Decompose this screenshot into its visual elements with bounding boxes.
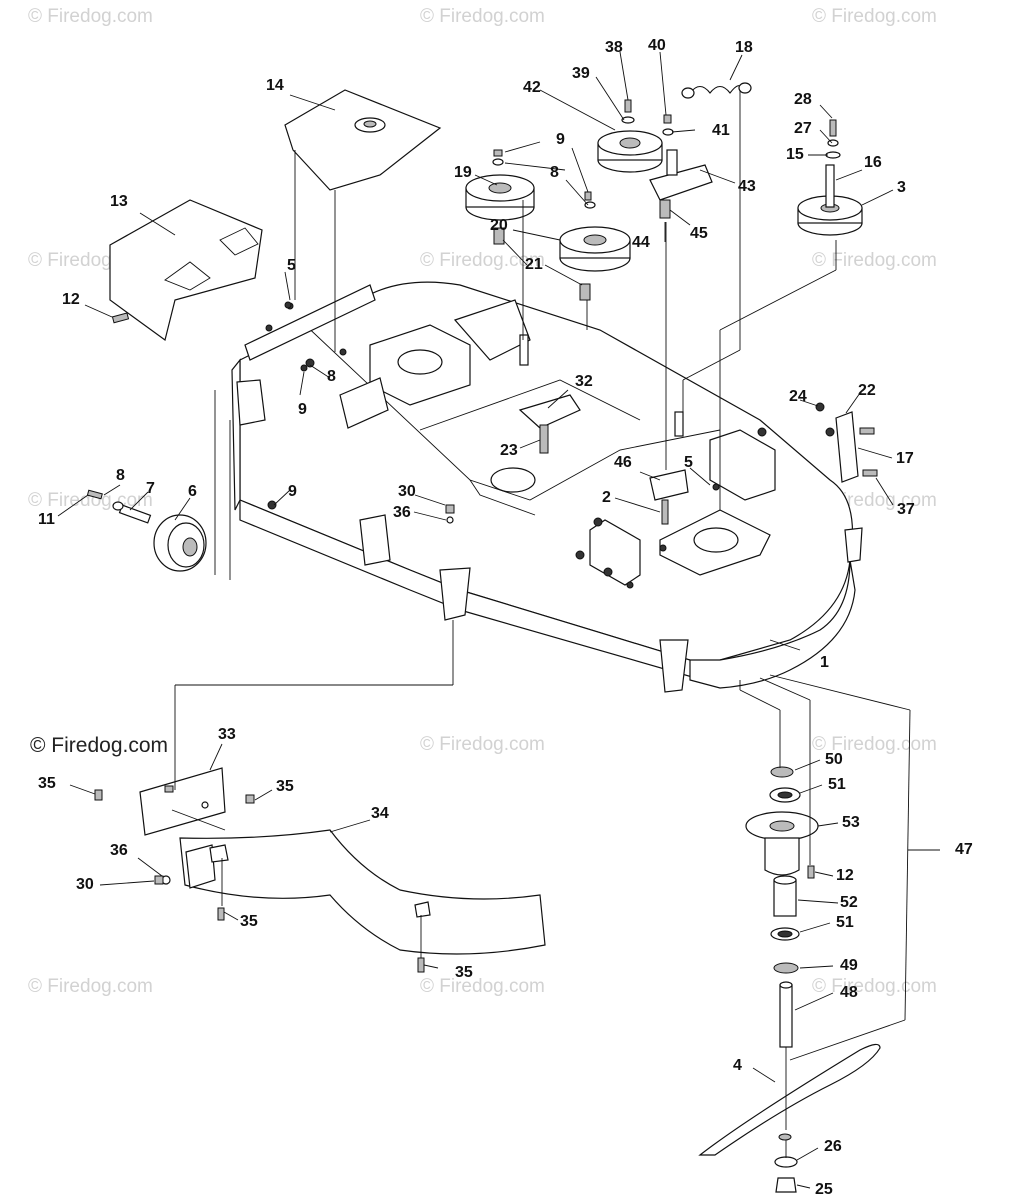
part-label-52: 52 [840, 894, 858, 911]
part-label-4: 4 [733, 1057, 742, 1074]
part-label-35: 35 [455, 964, 473, 981]
watermark: © Firedog.com [30, 734, 169, 757]
part-label-35: 35 [276, 778, 294, 795]
part-label-44: 44 [632, 234, 650, 251]
part-label-23: 23 [500, 442, 518, 459]
baffle-34 [179, 829, 546, 955]
part-label-37: 37 [897, 501, 915, 518]
part-label-47: 47 [955, 841, 973, 858]
watermark: © Firedog.com [28, 6, 153, 27]
part-label-19: 19 [454, 164, 472, 181]
part-label-12: 12 [836, 867, 854, 884]
part-label-1: 1 [820, 654, 829, 671]
watermark: © Firedog.com [420, 734, 545, 755]
part-label-9: 9 [298, 401, 307, 418]
part-label-49: 49 [840, 957, 858, 974]
part-label-26: 26 [824, 1138, 842, 1155]
part-label-18: 18 [735, 39, 753, 56]
part-label-8: 8 [550, 164, 559, 181]
part-label-25: 25 [815, 1181, 833, 1198]
part-label-8: 8 [116, 467, 125, 484]
part-label-12: 12 [62, 291, 80, 308]
part-label-9: 9 [556, 131, 565, 148]
part-label-7: 7 [146, 480, 155, 497]
part-label-27: 27 [794, 120, 812, 137]
part-label-3: 3 [897, 179, 906, 196]
part-label-48: 48 [840, 984, 858, 1001]
part-label-2: 2 [602, 489, 611, 506]
idler-pulley-42 [597, 130, 663, 173]
mower-deck [231, 281, 863, 693]
part-label-11: 11 [38, 511, 55, 528]
part-label-53: 53 [842, 814, 860, 831]
part-label-34: 34 [371, 805, 389, 822]
watermark: © Firedog.com [420, 250, 545, 271]
hardware [86, 82, 878, 572]
spindle-pulley-3 [797, 164, 863, 236]
deflector-33 [139, 767, 226, 836]
part-label-14: 14 [266, 77, 284, 94]
part-label-39: 39 [572, 65, 590, 82]
part-label-51: 51 [836, 914, 854, 931]
part-label-42: 42 [523, 79, 541, 96]
part-label-50: 50 [825, 751, 843, 768]
part-label-5: 5 [684, 454, 693, 471]
part-label-9: 9 [288, 483, 297, 500]
watermark: © Firedog.com [420, 976, 545, 997]
part-label-45: 45 [690, 225, 708, 242]
part-label-22: 22 [858, 382, 876, 399]
part-label-6: 6 [188, 483, 197, 500]
part-label-30: 30 [398, 483, 416, 500]
part-label-13: 13 [110, 193, 128, 210]
idler-pulley-19 [465, 174, 535, 221]
part-label-16: 16 [864, 154, 882, 171]
leader-lines [57, 51, 940, 1189]
belt-cover-left [109, 199, 263, 342]
part-label-36: 36 [393, 504, 411, 521]
part-label-35: 35 [38, 775, 56, 792]
watermark: © Firedog.com [812, 6, 937, 27]
part-label-35: 35 [240, 913, 258, 930]
part-label-20: 20 [490, 217, 508, 234]
part-label-46: 46 [614, 454, 632, 471]
part-label-28: 28 [794, 91, 812, 108]
part-label-5: 5 [287, 257, 296, 274]
part-label-40: 40 [648, 37, 666, 54]
part-label-36: 36 [110, 842, 128, 859]
watermark: © Firedog.com [28, 976, 153, 997]
part-label-30: 30 [76, 876, 94, 893]
part-label-8: 8 [327, 368, 336, 385]
part-label-51: 51 [828, 776, 846, 793]
part-label-17: 17 [896, 450, 914, 467]
part-label-41: 41 [712, 122, 730, 139]
part-label-24: 24 [789, 388, 807, 405]
watermark: © Firedog.com [812, 250, 937, 271]
part-label-21: 21 [525, 256, 543, 273]
part-label-43: 43 [738, 178, 756, 195]
watermark: © Firedog.com [812, 734, 937, 755]
part-label-33: 33 [218, 726, 236, 743]
watermark: © Firedog.com [420, 6, 545, 27]
part-label-38: 38 [605, 39, 623, 56]
idler-pulley-20 [559, 226, 631, 272]
belt-cover-top [284, 89, 442, 191]
part-label-15: 15 [786, 146, 804, 163]
part-label-32: 32 [575, 373, 593, 390]
